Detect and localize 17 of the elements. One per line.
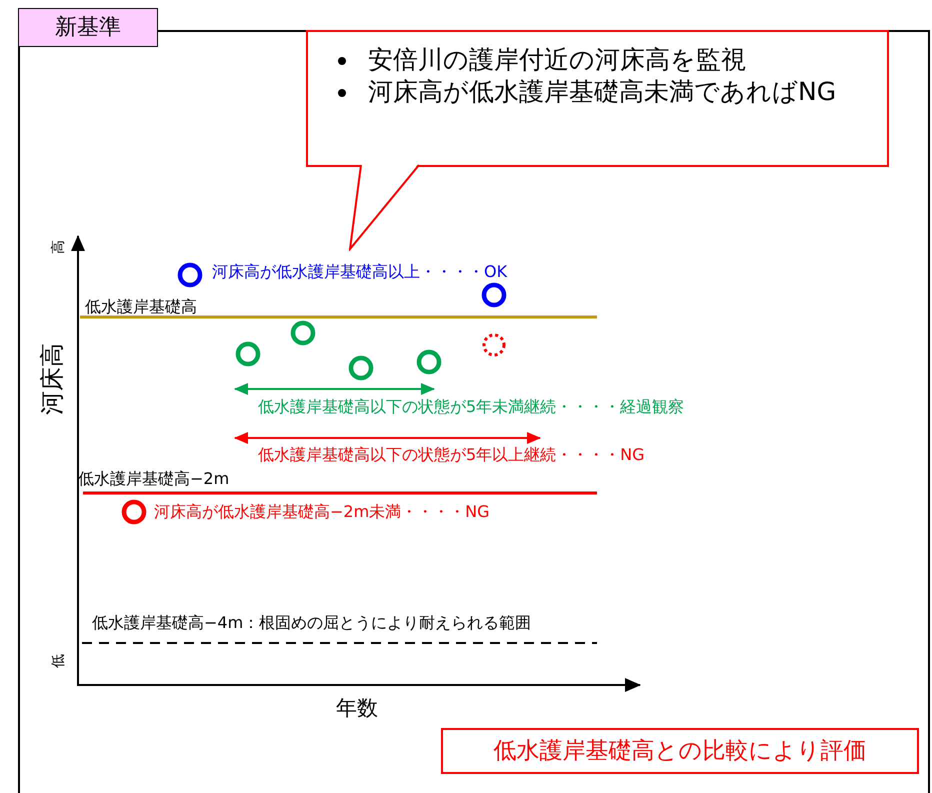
- minus-2m-label: 低水護岸基礎高−2m: [78, 469, 230, 489]
- axis-low-label: 低: [50, 654, 68, 668]
- bullet-text: 安倍川の護岸付近の河床高を監視: [368, 44, 747, 76]
- x-axis-title: 年数: [336, 695, 378, 722]
- ng-duration-label: 低水護岸基礎高以下の状態が5年以上継続・・・・NG: [258, 445, 645, 465]
- ok-condition-label: 河床高が低水護岸基礎高以上・・・・OK: [212, 262, 508, 282]
- minus-4m-label: 低水護岸基礎高−4m：根固めの屈とうにより耐えられる範囲: [92, 613, 532, 633]
- box-text: 低水護岸基礎高との比較により評価: [494, 736, 866, 766]
- axis-high-label: 高: [50, 240, 68, 254]
- ng-depth-label: 河床高が低水護岸基礎高−2m未満・・・・NG: [154, 502, 490, 522]
- y-axis-title: 河床高: [37, 343, 67, 415]
- bullet-text: 河床高が低水護岸基礎高未満であればNG: [368, 76, 838, 108]
- title-tag: [18, 8, 158, 47]
- box-text: 新基準: [55, 14, 121, 42]
- baseline-label: 低水護岸基礎高: [85, 297, 197, 317]
- conclusion-box: [441, 728, 919, 774]
- observe-condition-label: 低水護岸基礎高以下の状態が5年未満継続・・・・経過観察: [258, 397, 684, 417]
